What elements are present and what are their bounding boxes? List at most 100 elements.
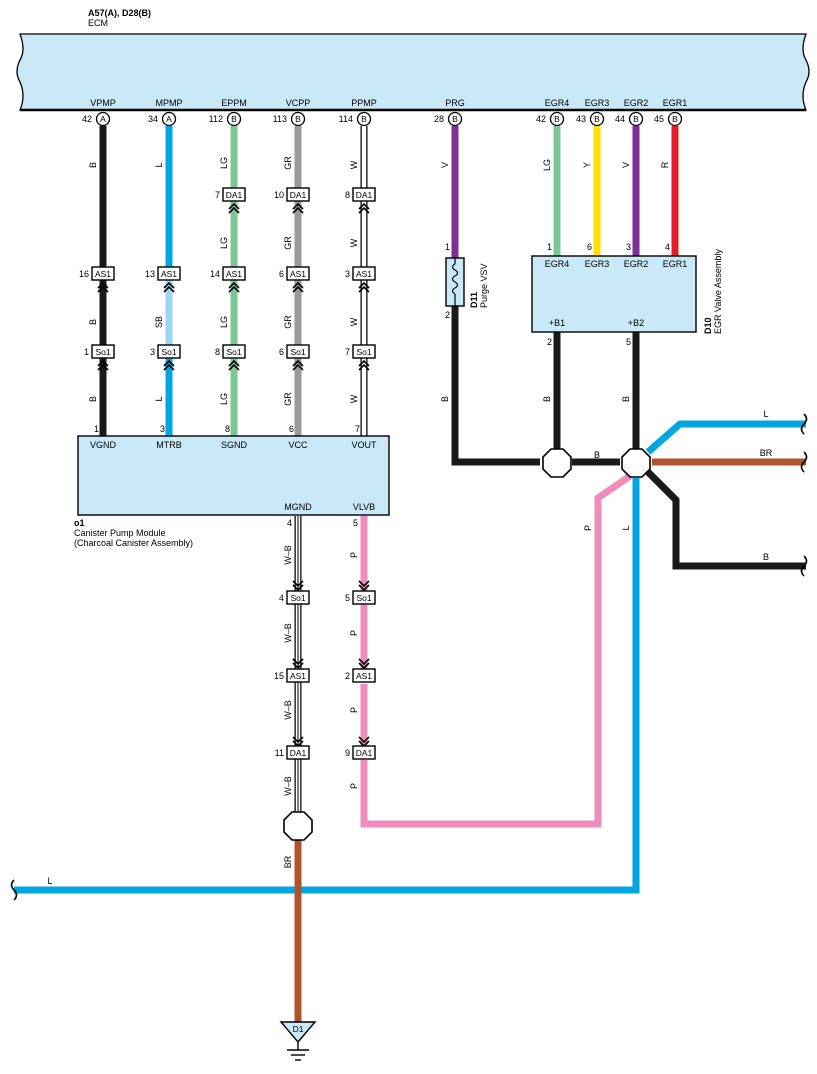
module-id: o1	[74, 518, 85, 528]
wire-code: P	[349, 552, 359, 558]
svg-text:DA1: DA1	[290, 748, 307, 758]
svg-text:So1: So1	[95, 347, 110, 357]
ground-d1: D1	[279, 1021, 317, 1061]
svg-text:1: 1	[547, 242, 552, 252]
svg-text:15: 15	[274, 671, 284, 681]
wire-code: L	[621, 525, 631, 530]
svg-text:4: 4	[279, 593, 284, 603]
splice-point	[542, 448, 572, 478]
ecm-pin-conn: B	[361, 114, 367, 124]
module-pin-name: VCC	[288, 440, 308, 450]
wire-code: W–B	[283, 776, 293, 796]
svg-text:So1: So1	[356, 347, 371, 357]
ecm-pin-conn: B	[554, 114, 560, 124]
ecm-pin-name: EGR4	[545, 98, 570, 108]
svg-text:AS1: AS1	[226, 269, 242, 279]
svg-text:3: 3	[626, 242, 631, 252]
wire-code: GR	[283, 236, 293, 250]
coil-icon	[451, 263, 459, 295]
egr-pin-name: +B2	[628, 318, 644, 328]
svg-text:So1: So1	[290, 347, 305, 357]
ground-icon	[287, 1049, 309, 1061]
svg-text:6: 6	[587, 242, 592, 252]
svg-text:So1: So1	[356, 593, 371, 603]
ecm-pin-conn: B	[633, 114, 639, 124]
wire-code: W–B	[283, 700, 293, 720]
wire-code: W	[349, 394, 359, 403]
splice-point	[621, 448, 651, 478]
wire-code: P	[583, 525, 593, 531]
egr-valve-assembly: 1 6 3 4 EGR4 EGR3 EGR2 EGR1 +B1 +B2 2 5 …	[531, 242, 723, 347]
svg-text:2: 2	[345, 671, 350, 681]
svg-text:So1: So1	[226, 347, 241, 357]
connector-so1: So1 4	[279, 590, 310, 605]
ecm-pin-name: PPMP	[351, 98, 377, 108]
connector-da1: DA1 10	[274, 187, 310, 202]
ecm-pin-name: EGR3	[585, 98, 610, 108]
egr-pin-name: EGR4	[545, 259, 570, 269]
ecm-pin-name: EPPM	[221, 98, 247, 108]
wire-code: LG	[219, 316, 229, 328]
ecm-pin-conn: B	[594, 114, 600, 124]
svg-text:DA1: DA1	[290, 190, 307, 200]
svg-text:AS1: AS1	[290, 269, 306, 279]
wire-code: B	[763, 552, 769, 562]
vsv-id: D11	[469, 292, 479, 308]
wire-code: B	[621, 396, 631, 402]
wire-code: BR	[283, 855, 293, 868]
wire-code: P	[349, 630, 359, 636]
wire-code: B	[88, 162, 98, 168]
svg-text:6: 6	[289, 424, 294, 434]
svg-text:8: 8	[225, 424, 230, 434]
ecm-pin-conn: B	[672, 114, 678, 124]
egr-pin-name: EGR3	[585, 259, 610, 269]
connector-so1: So1 3	[150, 344, 181, 359]
ecm-pin-name: VCPP	[286, 98, 311, 108]
ecm-pin-name: VPMP	[90, 98, 116, 108]
svg-text:5: 5	[353, 518, 358, 528]
svg-text:3: 3	[160, 424, 165, 434]
connector-as1: AS1 6	[279, 266, 310, 281]
connector-ids: A57(A), D28(B)	[88, 8, 151, 18]
svg-text:DA1: DA1	[356, 748, 373, 758]
svg-text:AS1: AS1	[356, 269, 372, 279]
wire-code: R	[660, 161, 670, 168]
wire-code: W–B	[283, 545, 293, 565]
ecm-pin-conn: A	[166, 114, 172, 124]
ecm-pin-number: 112	[209, 114, 223, 124]
wire-code: B	[88, 396, 98, 402]
svg-text:10: 10	[274, 190, 284, 200]
ecm-pin-name: EGR2	[624, 98, 649, 108]
wire-code: L	[154, 396, 164, 401]
egr-pin-name: +B1	[549, 318, 565, 328]
module-pin-name: MGND	[284, 502, 312, 512]
svg-text:3: 3	[150, 347, 155, 357]
wire-code: GR	[283, 392, 293, 406]
svg-text:5: 5	[345, 593, 350, 603]
ecm-pin-name: MPMP	[156, 98, 183, 108]
svg-text:So1: So1	[161, 347, 176, 357]
svg-text:6: 6	[279, 269, 284, 279]
ecm-label: ECM	[88, 18, 108, 28]
svg-text:1: 1	[445, 242, 450, 252]
connector-so1: So1 5	[345, 590, 376, 605]
wire-code: Y	[582, 162, 592, 168]
svg-text:DA1: DA1	[356, 190, 373, 200]
egr-pin-name: EGR2	[624, 259, 649, 269]
wire-code: W	[349, 238, 359, 247]
svg-text:13: 13	[145, 269, 155, 279]
svg-text:So1: So1	[290, 593, 305, 603]
